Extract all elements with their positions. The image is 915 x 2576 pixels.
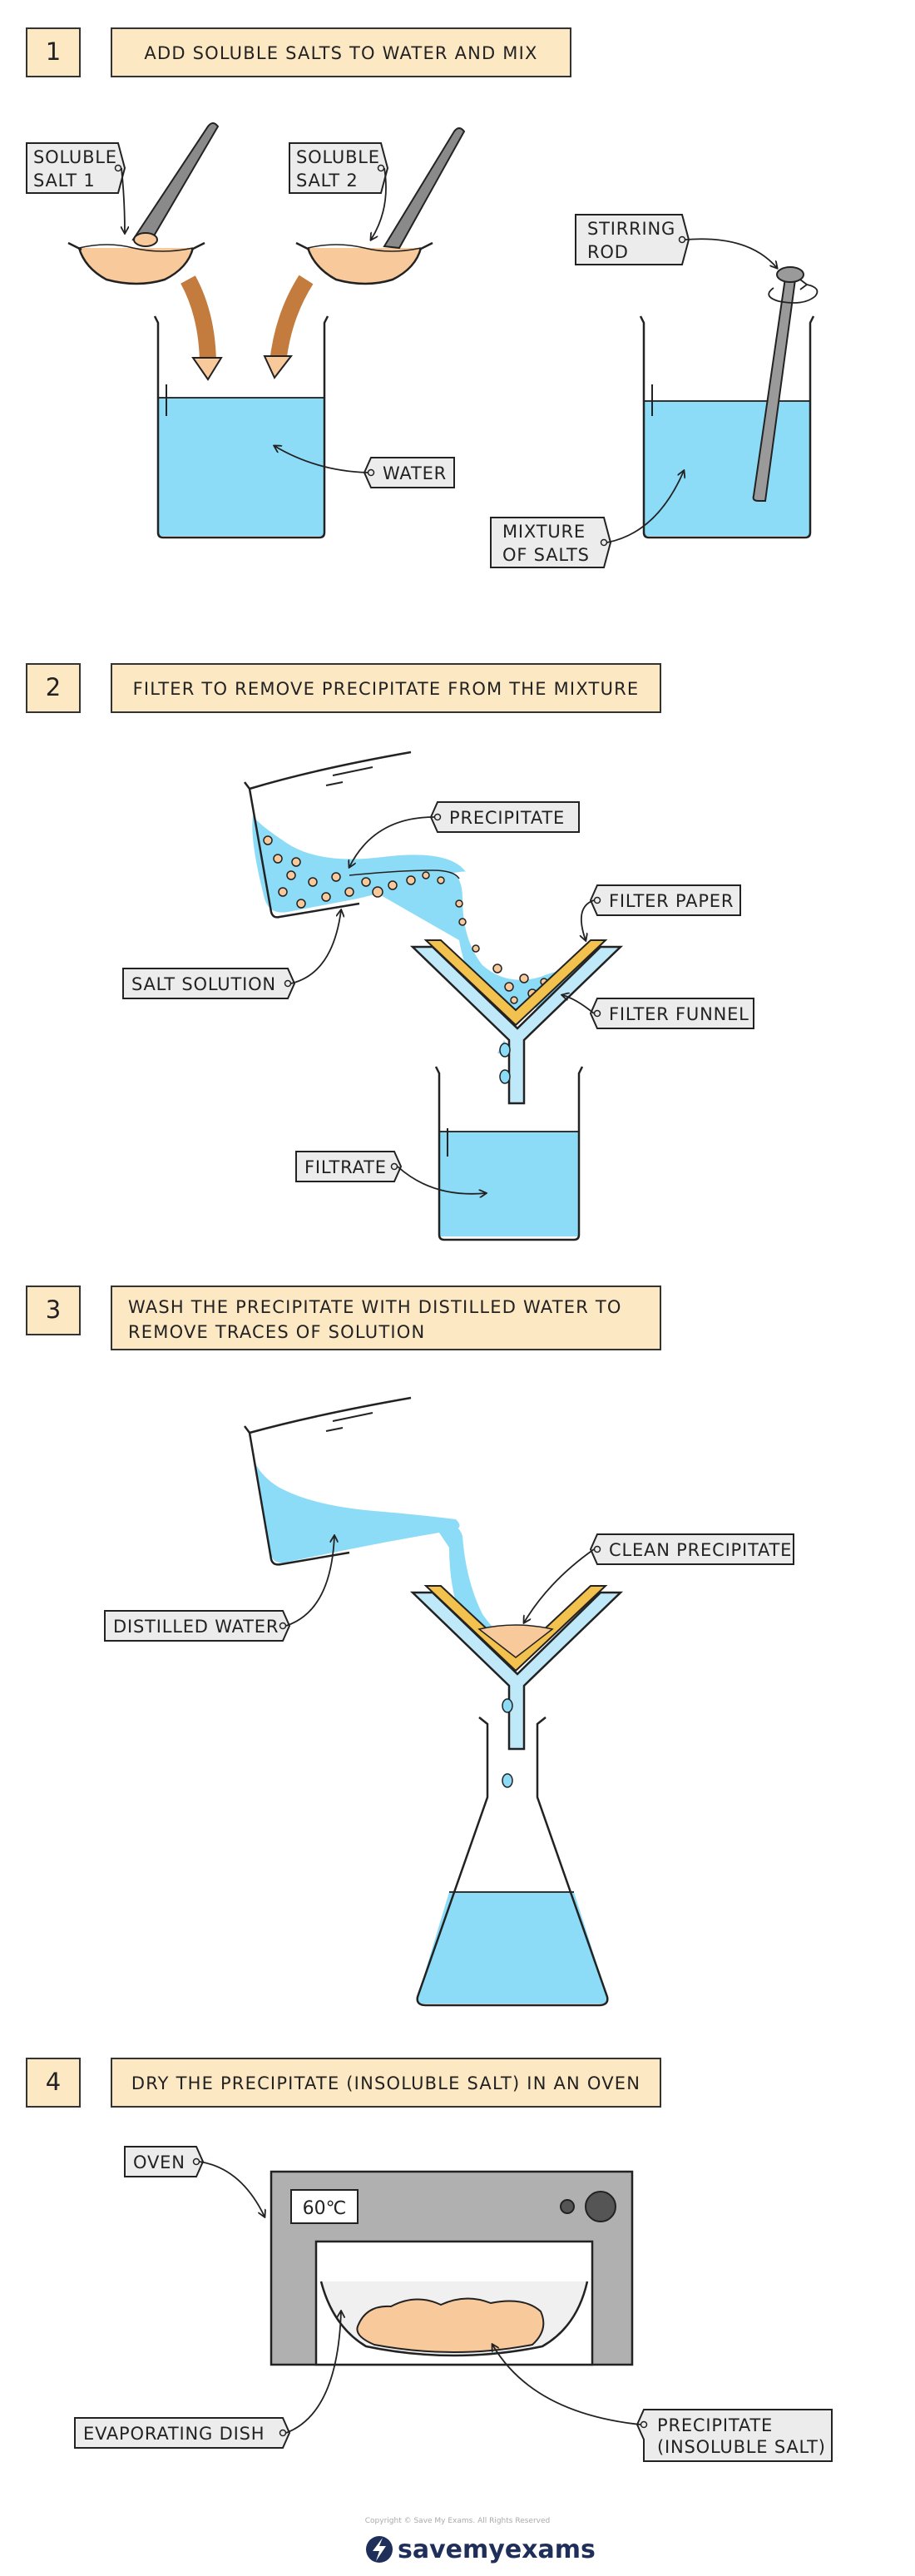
oven-knob-large: [585, 2191, 616, 2222]
label-soluble-salt-2: SOLUBLE SALT 2: [289, 142, 389, 194]
filter-paper-label: FILTER PAPER: [609, 891, 734, 911]
step-2-instruction: FILTER TO REMOVE PRECIPITATE FROM THE MI…: [133, 679, 640, 699]
arrow-stirring-rod: [685, 238, 777, 268]
step-2-number-box: [26, 663, 81, 713]
pour-arrow-1-head: [191, 357, 223, 381]
distilled-water-label: DISTILLED WATER: [113, 1617, 279, 1637]
brand-logo: savemyexams: [366, 2535, 596, 2564]
arrow-mixture: [606, 471, 684, 543]
step-2-number: 2: [46, 673, 61, 701]
label-mixture: MIXTURE OF SALTS: [490, 517, 612, 568]
step-4: 4 DRY THE PRECIPITATE (INSOLUBLE SALT) I…: [26, 2058, 661, 2108]
dish-salt-1: [67, 122, 220, 285]
soluble-salt-2-line2: SALT 2: [296, 171, 359, 191]
step-1-instruction-box: [111, 27, 571, 77]
label-evaporating-dish: EVAPORATING DISH: [74, 2417, 291, 2449]
pour-arrow-2-head: [263, 355, 294, 379]
step-3-instruction-line2: REMOVE TRACES OF SOLUTION: [128, 1322, 425, 1342]
water-label: WATER: [383, 463, 447, 483]
arrow-clean-precipitate: [524, 1548, 595, 1622]
label-oven: OVEN: [124, 2146, 205, 2177]
label-precipitate-insoluble: PRECIPITATE (INSOLUBLE SALT): [636, 2409, 833, 2462]
soluble-salt-2-line1: SOLUBLE: [296, 147, 380, 167]
label-distilled-water: DISTILLED WATER: [104, 1610, 291, 1642]
step-3-number: 3: [46, 1295, 61, 1324]
mixture-liquid: [644, 401, 810, 536]
step-2-instruction-box: [111, 663, 661, 713]
step-4-number-box: [26, 2058, 81, 2108]
precipitate-label: PRECIPITATE: [449, 808, 565, 828]
soluble-salt-1-line1: SOLUBLE: [33, 147, 117, 167]
arrow-oven: [199, 2161, 265, 2217]
pour-arrow-2-body: [270, 275, 314, 364]
label-clean-precipitate: CLEAN PRECIPITATE: [589, 1533, 794, 1565]
oven-knob-small: [560, 2199, 575, 2214]
label-filter-funnel: FILTER FUNNEL: [589, 998, 754, 1029]
arrow-distilled-water: [285, 1536, 334, 1627]
arrow-evaporating-dish: [285, 2311, 341, 2434]
precipitate-particles-step2: [263, 835, 548, 1004]
label-filtrate: FILTRATE: [295, 1151, 403, 1182]
step-1-number-box: [26, 27, 81, 77]
stirring-rod-line2: ROD: [587, 242, 629, 262]
oven-label: OVEN: [133, 2152, 185, 2172]
beaker-mixture: [639, 315, 815, 539]
step-3-instruction-box: [111, 1286, 661, 1350]
dried-precipitate: [356, 2297, 545, 2353]
filtrate-label: FILTRATE: [304, 1157, 387, 1177]
evaporating-dish-label: EVAPORATING DISH: [83, 2424, 265, 2444]
step-4-instruction: DRY THE PRECIPITATE (INSOLUBLE SALT) IN …: [131, 2073, 640, 2093]
oven-temperature: 60℃: [303, 2198, 347, 2219]
step-1-number: 1: [46, 37, 61, 66]
arrow-soluble-salt-1: [121, 167, 125, 233]
beaker-water: [153, 315, 329, 539]
soluble-salt-1-line2: SALT 1: [33, 171, 96, 191]
conical-flask: [416, 1717, 609, 2007]
filter-funnel-step3: [409, 1585, 624, 1788]
arrow-filter-funnel: [562, 995, 595, 1014]
beaker-filtrate: [434, 1066, 584, 1241]
arrow-precipitate: [349, 816, 435, 867]
oven-display: [290, 2189, 359, 2224]
salt-solution-label: SALT SOLUTION: [131, 974, 276, 994]
step-3: 3 WASH THE PRECIPITATE WITH DISTILLED WA…: [26, 1286, 661, 1350]
water-liquid: [158, 398, 324, 536]
tilted-beaker-step2: [244, 751, 582, 1010]
arrow-soluble-salt-2: [371, 167, 387, 240]
tilted-beaker-step3: [244, 1396, 516, 1659]
step-3-number-box: [26, 1286, 81, 1335]
label-soluble-salt-1: SOLUBLE SALT 1: [26, 142, 126, 194]
step-3-instruction-line1: WASH THE PRECIPITATE WITH DISTILLED WATE…: [128, 1297, 622, 1317]
dish-salt-2: [295, 127, 466, 285]
arrow-filter-paper: [581, 899, 595, 940]
arrow-precipitate-insoluble: [492, 2345, 641, 2425]
step-4-number: 4: [46, 2068, 61, 2096]
arrow-water: [274, 446, 368, 473]
label-filter-paper: FILTER PAPER: [589, 884, 741, 916]
stirring-rod-line1: STIRRING: [587, 219, 675, 239]
clean-precipitate-label: CLEAN PRECIPITATE: [609, 1540, 792, 1560]
arrow-filtrate: [397, 1166, 486, 1194]
mixture-line1: MIXTURE: [502, 522, 586, 542]
filter-funnel-label: FILTER FUNNEL: [609, 1004, 749, 1024]
oven: 60℃: [270, 2170, 634, 2366]
stirring-rod: [752, 266, 819, 502]
label-salt-solution: SALT SOLUTION: [122, 968, 296, 999]
step-1: 1 ADD SOLUBLE SALTS TO WATER AND MIX: [26, 27, 571, 77]
arrow-salt-solution: [290, 910, 341, 984]
mixture-line2: OF SALTS: [502, 545, 590, 565]
precipitate-insoluble-line1: PRECIPITATE: [657, 2415, 773, 2435]
copyright-text: Copyright © Save My Exams. All Rights Re…: [365, 2517, 550, 2525]
label-stirring-rod: STIRRING ROD: [575, 214, 690, 265]
filter-funnel: [409, 939, 624, 1105]
brand-name: savemyexams: [398, 2535, 596, 2564]
label-water: WATER: [363, 457, 455, 488]
label-precipitate: PRECIPITATE: [429, 801, 580, 833]
pour-arrow-1-body: [181, 275, 216, 367]
step-1-instruction: ADD SOLUBLE SALTS TO WATER AND MIX: [144, 43, 537, 63]
precipitate-insoluble-line2: (INSOLUBLE SALT): [657, 2437, 826, 2457]
step-4-instruction-box: [111, 2058, 661, 2108]
step-2: 2 FILTER TO REMOVE PRECIPITATE FROM THE …: [26, 663, 661, 713]
